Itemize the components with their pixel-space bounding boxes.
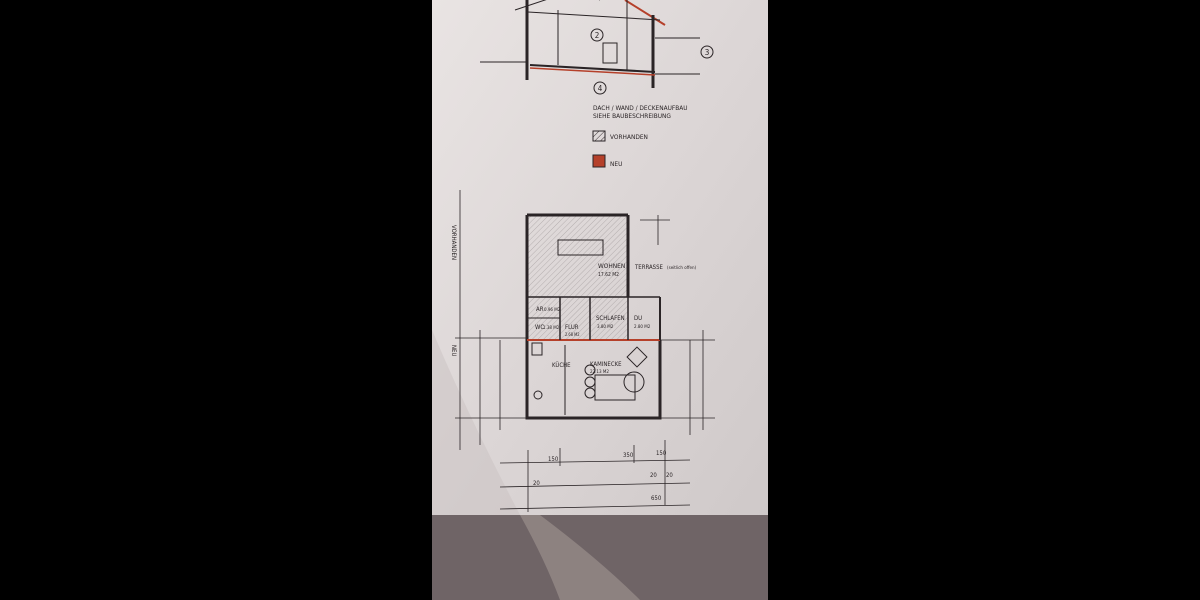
building-section	[480, 0, 700, 88]
legend-new-swatch	[592, 154, 606, 168]
room-schlafen-area: 3.80 M2	[597, 324, 614, 330]
dimension-label: 650	[651, 495, 662, 502]
section-markers	[590, 28, 714, 95]
dimension-label: 20	[666, 472, 673, 479]
legend-existing-swatch	[592, 130, 606, 142]
room-terrasse: TERRASSE	[634, 264, 664, 271]
room-kueche: KÜCHE	[552, 362, 571, 369]
room-wohnen: WOHNEN	[598, 262, 625, 270]
legend-existing-label: VORHANDEN	[610, 133, 648, 141]
side-label-existing: VORHANDEN	[450, 225, 457, 260]
section-marker-2: 2	[595, 31, 600, 40]
room-ar-area: 0.96 M2	[544, 307, 561, 313]
dimension-label: 350	[623, 452, 634, 459]
room-du-area: 2.80 M2	[634, 324, 651, 330]
legend-new-label: NEU	[610, 160, 622, 168]
room-wohnen-area: 17.62 M2	[598, 272, 619, 278]
section-marker-4: 4	[598, 84, 603, 93]
room-labels: WOHNEN 17.62 M2 TERRASSE (seitlich offen…	[535, 262, 697, 375]
room-kaminecke: KAMINECKE	[590, 361, 622, 368]
side-label-new: NEU	[450, 345, 457, 356]
room-ar: AR	[536, 306, 544, 313]
dimension-label: 150	[656, 450, 667, 457]
room-kaminecke-area: 22.13 M2	[590, 369, 609, 375]
room-flur-area: 2.68 M2	[565, 332, 580, 337]
section-marker-3: 3	[705, 48, 710, 57]
dimension-lines	[455, 190, 715, 512]
room-du: DU	[634, 315, 642, 322]
section-note: DACH / WAND / DECKENAUFBAU	[593, 104, 688, 112]
room-flur: FLUR	[565, 324, 579, 331]
room-schlafen: SCHLAFEN	[596, 315, 625, 322]
dimension-label: 150	[548, 456, 559, 463]
section-note-2: SIEHE BAUBESCHREIBUNG	[593, 112, 671, 120]
dimension-label: 20	[533, 480, 540, 487]
floor-plan	[525, 213, 662, 420]
room-terrasse-note: (seitlich offen)	[667, 265, 697, 271]
room-wc-area: 1.38 M2	[543, 325, 560, 331]
dimension-label: 20	[650, 472, 657, 479]
room-wc: WC	[535, 324, 544, 331]
